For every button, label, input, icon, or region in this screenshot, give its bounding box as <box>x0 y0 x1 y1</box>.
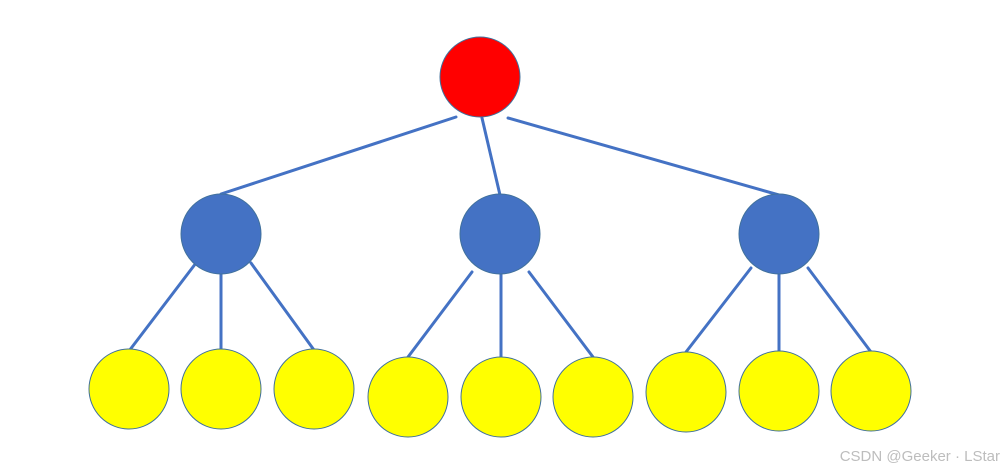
tree-edges <box>127 115 873 359</box>
middle-node-3 <box>738 193 820 275</box>
watermark-text: CSDN @Geeker · LStar <box>839 448 1000 465</box>
edge-middle-1-to-leaf-3 <box>249 261 316 352</box>
middle-node-1 <box>180 193 262 275</box>
edge-root-to-middle-1 <box>219 115 458 196</box>
root-node <box>439 36 521 118</box>
edge-root-to-middle-2 <box>480 116 502 197</box>
leaf-node-1 <box>88 348 170 430</box>
edge-middle-2-to-leaf-3 <box>527 270 595 359</box>
leaf-node-8 <box>738 350 820 432</box>
edge-root-to-middle-3 <box>506 116 781 197</box>
leaf-node-2 <box>180 348 262 430</box>
leaf-node-7 <box>645 351 727 433</box>
edge-middle-1-to-leaf-1 <box>127 261 198 353</box>
edge-middle-3-to-leaf-3 <box>806 266 873 354</box>
edge-middle-2-to-leaf-1 <box>406 270 474 359</box>
leaf-node-3 <box>273 348 355 430</box>
leaf-node-9 <box>830 350 912 432</box>
tree-nodes <box>88 36 912 438</box>
leaf-node-5 <box>460 356 542 438</box>
leaf-node-4 <box>367 356 449 438</box>
middle-node-2 <box>459 193 541 275</box>
edge-middle-3-to-leaf-1 <box>684 266 753 354</box>
leaf-node-6 <box>552 356 634 438</box>
